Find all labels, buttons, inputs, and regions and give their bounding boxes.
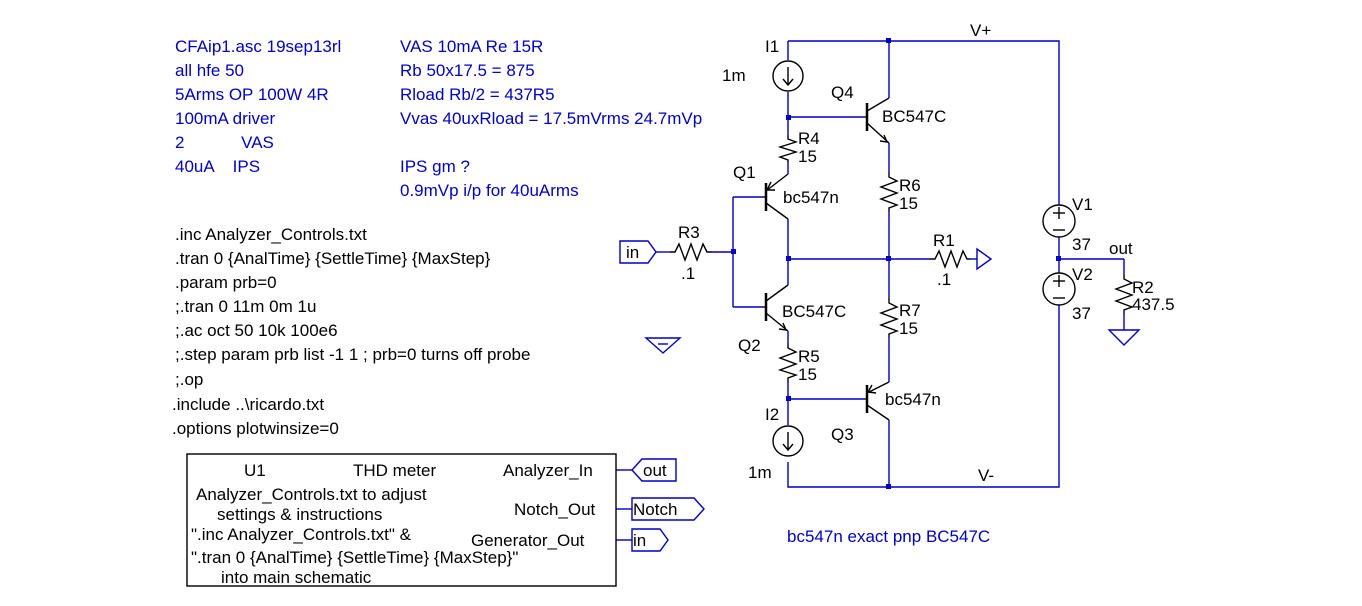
svg-text:in: in: [633, 531, 646, 550]
directive-line: ;.ac oct 50 10k 100e6: [175, 321, 338, 340]
u1-desc-line: ".inc Analyzer_Controls.txt" &: [191, 525, 412, 544]
q3-name: Q3: [831, 425, 854, 444]
footnote: bc547n exact pnp BC547C: [787, 527, 990, 546]
notes-block-right: VAS 10mA Re 15R Rb 50x17.5 = 875 Rload R…: [400, 37, 702, 200]
u1-desc-line: Analyzer_Controls.txt to adjust: [196, 485, 427, 504]
note-line: Vvas 40uxRload = 17.5mVrms 24.7mVp: [400, 109, 702, 128]
r7-value: 15: [899, 319, 918, 338]
v2-name: V2: [1072, 265, 1093, 284]
u1-desc-line: into main schematic: [221, 568, 372, 587]
v1-name: V1: [1072, 195, 1093, 214]
directive-line: .param prb=0: [175, 273, 277, 292]
ground-floating-icon: [644, 337, 682, 354]
flag-out-u1: out: [631, 458, 677, 482]
r2-name: R2: [1132, 278, 1154, 297]
i1-value: 1m: [722, 66, 746, 85]
r6-name: R6: [899, 176, 921, 195]
directive-line: .inc Analyzer_Controls.txt: [175, 225, 367, 244]
resistor-r5: R5 15: [777, 343, 820, 384]
transistor-q2: BC547C Q2: [738, 284, 846, 355]
r7-name: R7: [899, 301, 921, 320]
i2-name: I2: [765, 405, 779, 424]
u1-desc-line: ".tran 0 {AnalTime} {SettleTime} {MaxSte…: [191, 548, 518, 567]
r1-name: R1: [933, 231, 955, 250]
net-label-out: out: [1109, 239, 1133, 258]
v1-value: 37: [1072, 235, 1091, 254]
voltage-source-v1: V1 37: [1042, 195, 1093, 254]
r4-name: R4: [798, 129, 820, 148]
u1-name: U1: [244, 461, 266, 480]
flag-notch: Notch: [631, 497, 705, 521]
current-source-i1: I1 1m: [722, 37, 804, 92]
q1-name: Q1: [733, 163, 756, 182]
svg-text:in: in: [626, 243, 639, 262]
note-line: 2 VAS: [175, 133, 274, 152]
resistor-r6: R6 15: [879, 172, 921, 213]
note-line: Rload Rb/2 = 437R5: [400, 85, 555, 104]
resistor-r4: R4 15: [777, 129, 820, 166]
resistor-r7: R7 15: [879, 298, 921, 338]
note-line: 5Arms OP 100W 4R: [175, 85, 329, 104]
u1-thd-meter: U1 THD meter Analyzer_In Notch_Out Gener…: [186, 453, 617, 587]
resistor-r2: R2 437.5: [1114, 274, 1175, 314]
svg-text:out: out: [643, 461, 667, 480]
r1-value: .1: [937, 270, 951, 289]
net-label-vplus: V+: [970, 21, 991, 40]
r5-value: 15: [798, 365, 817, 384]
svg-text:Notch: Notch: [633, 500, 677, 519]
ground-r2-icon: [1107, 329, 1141, 346]
u1-pin-notch-out: Notch_Out: [514, 500, 596, 519]
r6-value: 15: [899, 194, 918, 213]
junction-dots: [731, 38, 1061, 489]
flag-in-left: in: [619, 240, 657, 264]
note-line: 40uA IPS: [175, 157, 260, 176]
voltage-source-v2: V2 37: [1042, 265, 1093, 323]
v2-value: 37: [1072, 304, 1091, 323]
q2-name: Q2: [738, 336, 761, 355]
q4-name: Q4: [831, 83, 854, 102]
directive-line: .options plotwinsize=0: [172, 419, 339, 438]
q4-model: BC547C: [882, 107, 946, 126]
resistor-r3: R3 .1: [670, 223, 712, 283]
r4-value: 15: [798, 147, 817, 166]
flag-in-u1: in: [631, 528, 669, 552]
notes-block-left: CFAip1.asc 19sep13rl all hfe 50 5Arms OP…: [175, 37, 341, 176]
i1-name: I1: [765, 37, 779, 56]
resistor-r1: R1 .1: [930, 231, 970, 289]
note-line: all hfe 50: [175, 61, 244, 80]
note-line: 0.9mVp i/p for 40uArms: [400, 181, 579, 200]
note-line: IPS gm ?: [400, 157, 470, 176]
note-line: CFAip1.asc 19sep13rl: [175, 37, 341, 56]
transistor-q4: Q4 BC547C: [831, 83, 946, 144]
r3-value: .1: [681, 264, 695, 283]
u1-pin-generator-out: Generator_Out: [471, 531, 585, 550]
ground-r1-icon: [976, 247, 993, 271]
spice-directives: .inc Analyzer_Controls.txt .tran 0 {Anal…: [172, 225, 530, 438]
net-label-vminus: V-: [978, 466, 994, 485]
i2-value: 1m: [748, 463, 772, 482]
u1-title: THD meter: [353, 461, 436, 480]
current-source-i2: I2 1m: [748, 405, 804, 482]
note-line: VAS 10mA Re 15R: [400, 37, 543, 56]
directive-line: .include ..\ricardo.txt: [172, 395, 324, 414]
note-line: Rb 50x17.5 = 875: [400, 61, 535, 80]
r5-name: R5: [798, 347, 820, 366]
u1-pin-analyzer-in: Analyzer_In: [503, 461, 593, 480]
directive-line: ;.tran 0 11m 0m 1u: [175, 297, 316, 316]
transistor-q1: Q1 bc547n: [733, 163, 839, 220]
q3-model: bc547n: [885, 390, 941, 409]
r3-name: R3: [678, 223, 700, 242]
directive-line: ;.step param prb list -1 1 ; prb=0 turns…: [175, 345, 530, 364]
transistor-q3: bc547n Q3: [831, 381, 941, 444]
directive-line: ;.op: [175, 370, 203, 389]
u1-desc-line: settings & instructions: [217, 505, 382, 524]
directive-line: .tran 0 {AnalTime} {SettleTime} {MaxStep…: [175, 249, 491, 268]
note-line: 100mA driver: [175, 109, 275, 128]
q1-model: bc547n: [783, 188, 839, 207]
r2-value: 437.5: [1132, 295, 1175, 314]
q2-model: BC547C: [782, 302, 846, 321]
